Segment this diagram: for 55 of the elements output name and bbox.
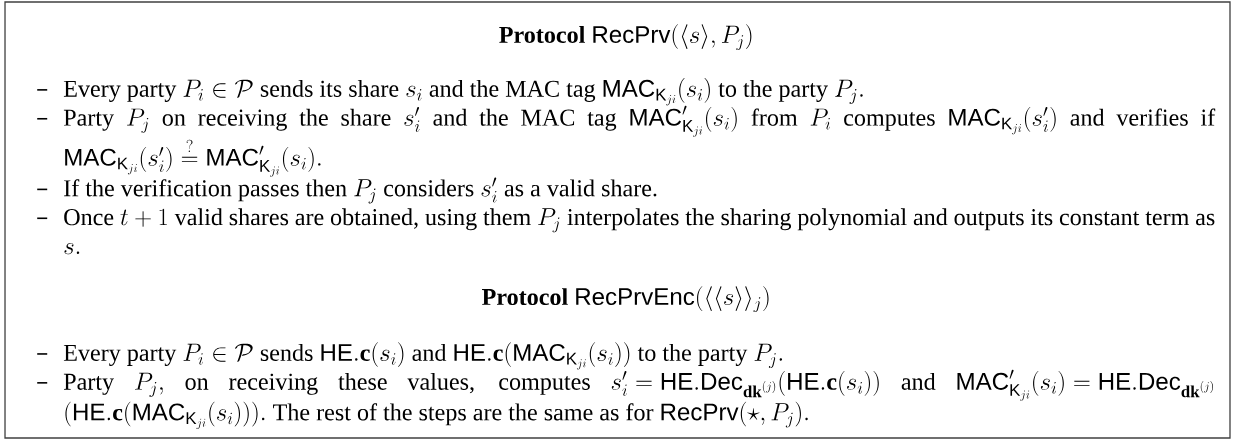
label: $\mathsf{MAC}'_{\mathsf{K}_{ji}}(s_i)$ xyxy=(630,105,737,137)
label: $P_j.$ xyxy=(835,79,863,104)
protocol-heading: Protocol $\mathsf{RecPrv}(\langle s\rangle, P_j)$ xyxy=(499,24,752,50)
label: on receiving the share xyxy=(162,108,391,131)
label: $\mathsf{MAC}_{\mathsf{K}_{ji}}(s_i') \stackrel{?}{=} \mathsf{MAC}'_{\mathsf{K}_{ji}}(s_i).$ xyxy=(65,139,321,177)
label: $s_i' = \mathsf{HE}.\mathsf{Dec}_{\mathbf{dk}^{(j)}}(\mathsf{HE}.\mathbf{c}(s_i))$ xyxy=(611,371,879,398)
label: considers xyxy=(384,179,474,197)
label: Every party xyxy=(63,80,177,102)
label: $P_j,$ xyxy=(135,372,163,397)
label: $P_i \in \mathcal{P}$ xyxy=(183,79,253,101)
label: If the verification passes then xyxy=(64,179,347,202)
label: Party xyxy=(63,109,114,131)
label: Once xyxy=(64,209,114,226)
label: $P_j$ xyxy=(354,179,376,204)
label: $t+1$ xyxy=(120,208,168,227)
label: and the MAC tag xyxy=(429,79,596,102)
label: $\mathsf{HE}.\mathbf{c}(s_i)$ xyxy=(321,342,404,367)
list-item: Party $P_j,$ on receiving these values, computes $s_i' = \mathsf{HE}.\mathsf{Dec}_{\mathbf{dk}^{(j)}}(\mathsf{HE}.\mathbf{c}(s_i))$ and $\mathsf{MAC}'_{\mathsf{K}_{ji}}(s_i) = \mathsf{HE}.\mathsf{Dec}_{\mathbf{dk}^{(j)}}$ $(\mathsf{HE}.\mathbf{c}(\mathsf{MAC}_{\mathsf{K}_{ji}}(s_i))).$ The rest of the steps are the same as for $\mathsf{RecPrv}(\star, P_j).$ xyxy=(36,369,1213,429)
label: $\mathsf{MAC}'_{\mathsf{K}_{ji}}(s_i) = \mathsf{HE}.\mathsf{Dec}_{\mathbf{dk}^{(j)}}$ xyxy=(957,369,1214,401)
label: and xyxy=(901,372,936,390)
label: $P_j$ xyxy=(538,208,560,233)
label: $P_j.$ xyxy=(754,343,783,368)
label: $P_j$ xyxy=(127,108,149,133)
label: as a valid share. xyxy=(504,179,657,197)
label: interpolates the sharing polynomial and outputs its constant term as xyxy=(567,208,1215,231)
label: to the party xyxy=(637,344,748,366)
label: $\mathsf{MAC}_{\mathsf{K}_{ji}}(s_i)$ xyxy=(603,78,710,106)
label: and the MAC tag xyxy=(433,108,617,131)
label: $s_i'$ xyxy=(481,177,497,203)
label: and xyxy=(412,344,447,361)
label: valid shares are obtained, using them xyxy=(174,208,531,231)
label: on receiving these values, computes xyxy=(185,372,590,395)
label: $s.$ xyxy=(64,243,80,255)
label: and verifies if xyxy=(1070,108,1216,126)
label: The rest of the steps are the same as for xyxy=(273,403,654,426)
list-item: Every party $P_i \in \mathcal{P}$ sends $\mathsf{HE}.\mathbf{c}(s_i)$ and $\mathsf{HE}.\mathbf{c}(\mathsf{MAC}_{\mathsf{K}_{ji}}(s_i))$ to the party $P_j.$ xyxy=(36,342,783,370)
protocol-heading: Protocol $\mathsf{RecPrvEnc}(\langle\langle s\rangle\rangle_j)$ xyxy=(482,286,769,313)
list-item: If the verification passes then $P_j$ considers $s_i'$ as a valid share. xyxy=(36,177,657,204)
label: $\mathsf{HE}.\mathbf{c}(\mathsf{MAC}_{\mathsf{K}_{ji}}(s_i))$ xyxy=(454,342,630,370)
label: $(\mathsf{HE}.\mathbf{c}(\mathsf{MAC}_{\mathsf{K}_{ji}}(s_i))).$ xyxy=(65,401,265,429)
label: $s_i'$ xyxy=(404,106,420,132)
list-item: Every party $P_i \in \mathcal{P}$ sends its share $s_i$ and the MAC tag $\mathsf{MAC}_{\mathsf{K}_{ji}}(s_i)$ to the party $P_j.$ xyxy=(36,78,863,106)
label: $\mathsf{RecPrv}(\star, P_j).$ xyxy=(661,401,808,428)
label: to the party xyxy=(718,79,828,102)
label: Party xyxy=(63,373,114,395)
label: $P_i \in \mathcal{P}$ xyxy=(183,343,253,365)
label: $\mathsf{MAC}_{\mathsf{K}_{ji}}(s_i')$ xyxy=(949,106,1056,135)
label: from xyxy=(751,108,798,126)
label: Every party xyxy=(63,344,177,366)
label: $s_i$ xyxy=(406,85,422,101)
label: $P_i$ xyxy=(810,108,831,130)
list-item: Once $t+1$ valid shares are obtained, using them $P_j$ interpolates the sharing polynomial and outputs its constant term as $s.$ xyxy=(36,208,1215,255)
label: sends xyxy=(260,344,313,361)
label: sends its share xyxy=(260,79,399,97)
label: computes xyxy=(844,111,935,131)
